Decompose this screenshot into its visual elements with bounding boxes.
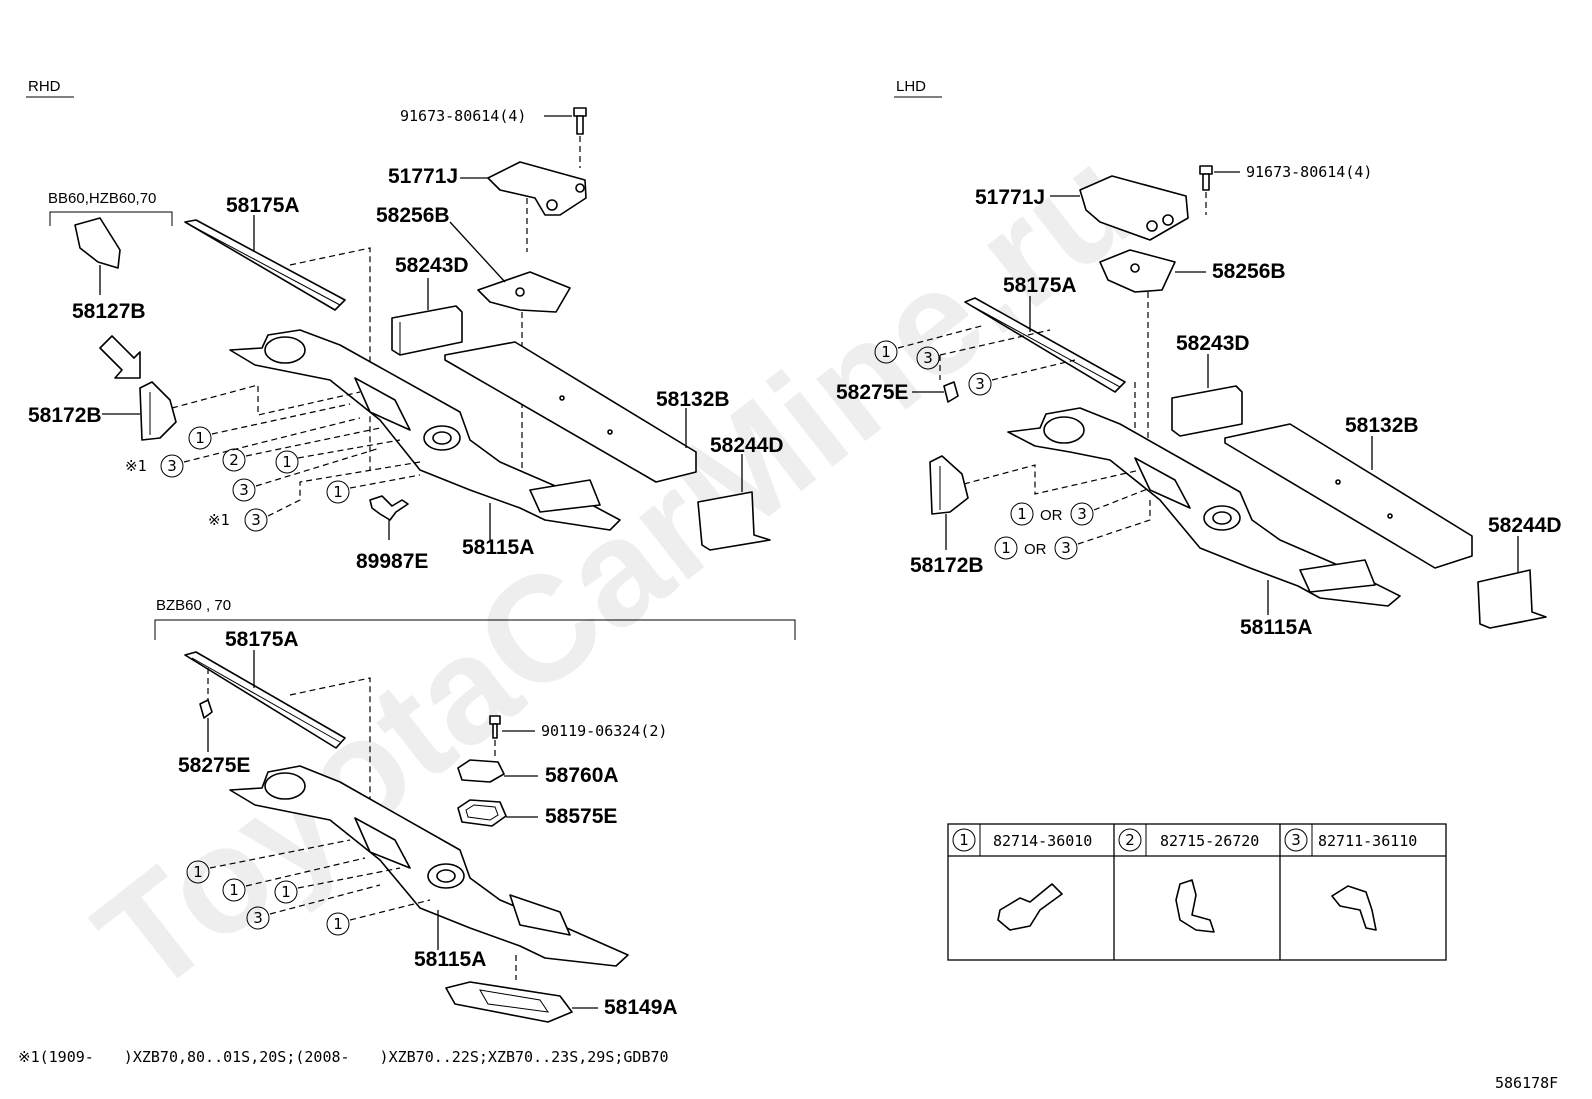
part-89987e bbox=[369, 495, 409, 521]
svg-text:1: 1 bbox=[959, 831, 969, 849]
svg-text:1: 1 bbox=[281, 883, 291, 901]
label-89987e: 89987E bbox=[356, 550, 428, 573]
clip-callouts-bzb: 1 1 1 3 1 bbox=[186, 860, 350, 936]
part-58149a bbox=[445, 981, 573, 1023]
svg-text:1: 1 bbox=[1017, 505, 1027, 523]
label-58244d-lhd: 58244D bbox=[1488, 514, 1562, 537]
svg-text:3: 3 bbox=[167, 457, 177, 475]
svg-text:1: 1 bbox=[282, 453, 292, 471]
part-58275e-lhd bbox=[943, 381, 959, 403]
label-58115a-lhd: 58115A bbox=[1240, 616, 1312, 639]
clip-3-drawing bbox=[1331, 885, 1377, 931]
part-58275e-bzb bbox=[199, 699, 213, 719]
label-58256b-lhd: 58256B bbox=[1212, 260, 1286, 283]
part-58127b bbox=[74, 217, 121, 269]
svg-text:3: 3 bbox=[251, 511, 261, 529]
clip-callouts-lhd: 1 3 3 1 OR 3 1 OR 3 bbox=[874, 340, 1094, 560]
direction-arrow bbox=[99, 335, 141, 379]
footnote: ※1(1909- )XZB70,80..01S,20S;(2008- )XZB7… bbox=[18, 1048, 669, 1066]
part-58175a-rhd bbox=[184, 219, 346, 311]
label-58115a-bzb: 58115A bbox=[414, 948, 486, 971]
part-58243d-rhd bbox=[391, 305, 463, 356]
part-58115a-bzb bbox=[229, 765, 629, 967]
part-58256b-lhd bbox=[1099, 249, 1176, 293]
part-58760a bbox=[457, 759, 505, 783]
label-58149a: 58149A bbox=[604, 996, 678, 1019]
label-91673-lhd: 91673-80614(4) bbox=[1246, 163, 1372, 181]
bolt-91673-rhd bbox=[573, 107, 587, 135]
note-mark-2: ※1 bbox=[208, 511, 230, 529]
label-58132b-rhd: 58132B bbox=[656, 388, 730, 411]
svg-text:1: 1 bbox=[193, 863, 203, 881]
svg-text:1: 1 bbox=[195, 429, 205, 447]
part-58115a-rhd bbox=[229, 329, 621, 531]
clip-1-drawing bbox=[997, 883, 1063, 931]
label-51771j-rhd: 51771J bbox=[388, 165, 458, 188]
part-58175a-bzb bbox=[184, 651, 346, 749]
label-58275e-bzb: 58275E bbox=[178, 754, 250, 777]
svg-text:2: 2 bbox=[1125, 831, 1135, 849]
bolt-90119 bbox=[489, 715, 501, 739]
label-91673-rhd: 91673-80614(4) bbox=[400, 107, 526, 125]
label-58575e: 58575E bbox=[545, 805, 617, 828]
label-58244d-rhd: 58244D bbox=[710, 434, 784, 457]
label-58127b: 58127B bbox=[72, 300, 146, 323]
svg-text:2: 2 bbox=[229, 451, 239, 469]
legend-part-2: 82715-26720 bbox=[1160, 832, 1259, 850]
part-58256b-rhd bbox=[477, 271, 571, 313]
part-58115a-lhd bbox=[1007, 407, 1401, 607]
or-label-1: OR bbox=[1040, 507, 1063, 524]
part-58575e bbox=[457, 799, 507, 827]
note-mark-1: ※1 bbox=[125, 457, 147, 475]
part-58244d-rhd bbox=[697, 491, 771, 551]
section-lhd: LHD bbox=[896, 78, 926, 95]
part-58172b-lhd bbox=[929, 455, 969, 515]
label-58760a: 58760A bbox=[545, 764, 619, 787]
part-51771j-rhd bbox=[487, 161, 587, 216]
svg-text:3: 3 bbox=[239, 481, 249, 499]
section-bb60: BB60,HZB60,70 bbox=[48, 190, 156, 207]
bolt-91673-lhd bbox=[1199, 165, 1213, 191]
or-label-2: OR bbox=[1024, 541, 1047, 558]
section-rhd: RHD bbox=[28, 78, 61, 95]
svg-text:1: 1 bbox=[1001, 539, 1011, 557]
label-58256b-rhd: 58256B bbox=[376, 204, 450, 227]
section-bzb60: BZB60 , 70 bbox=[156, 597, 231, 614]
label-90119: 90119-06324(2) bbox=[541, 722, 667, 740]
part-51771j-lhd bbox=[1079, 175, 1189, 241]
svg-text:3: 3 bbox=[1077, 505, 1087, 523]
part-58132b-lhd bbox=[1224, 423, 1473, 569]
part-58132b-rhd bbox=[444, 341, 697, 483]
legend-part-3: 82711-36110 bbox=[1318, 832, 1417, 850]
svg-text:3: 3 bbox=[253, 909, 263, 927]
part-58243d-lhd bbox=[1171, 385, 1243, 437]
diagram-id: 586178F bbox=[1495, 1074, 1558, 1092]
clip-legend-table: 1 82714-36010 2 82715-26720 3 82711-3611… bbox=[947, 823, 1447, 961]
label-58172b-rhd: 58172B bbox=[28, 404, 102, 427]
svg-text:1: 1 bbox=[333, 483, 343, 501]
label-58243d-lhd: 58243D bbox=[1176, 332, 1250, 355]
part-58244d-lhd bbox=[1477, 569, 1547, 629]
svg-text:3: 3 bbox=[1291, 831, 1301, 849]
label-58175a-rhd: 58175A bbox=[226, 194, 300, 217]
svg-text:3: 3 bbox=[923, 349, 933, 367]
clip-2-drawing bbox=[1175, 879, 1215, 933]
svg-text:1: 1 bbox=[333, 915, 343, 933]
label-58175a-lhd: 58175A bbox=[1003, 274, 1077, 297]
legend-part-1: 82714-36010 bbox=[993, 832, 1092, 850]
label-58275e-lhd: 58275E bbox=[836, 381, 908, 404]
part-58172b-rhd bbox=[139, 381, 177, 441]
svg-text:1: 1 bbox=[881, 343, 891, 361]
label-58132b-lhd: 58132B bbox=[1345, 414, 1419, 437]
label-58175a-bzb: 58175A bbox=[225, 628, 299, 651]
clip-callouts-rhd: 1 3 ※1 2 1 3 1 3 ※1 bbox=[125, 426, 350, 532]
label-58172b-lhd: 58172B bbox=[910, 554, 984, 577]
svg-text:1: 1 bbox=[229, 881, 239, 899]
label-51771j-lhd: 51771J bbox=[975, 186, 1045, 209]
svg-text:3: 3 bbox=[1061, 539, 1071, 557]
svg-text:3: 3 bbox=[975, 375, 985, 393]
label-58115a-rhd: 58115A bbox=[462, 536, 534, 559]
label-58243d-rhd: 58243D bbox=[395, 254, 469, 277]
